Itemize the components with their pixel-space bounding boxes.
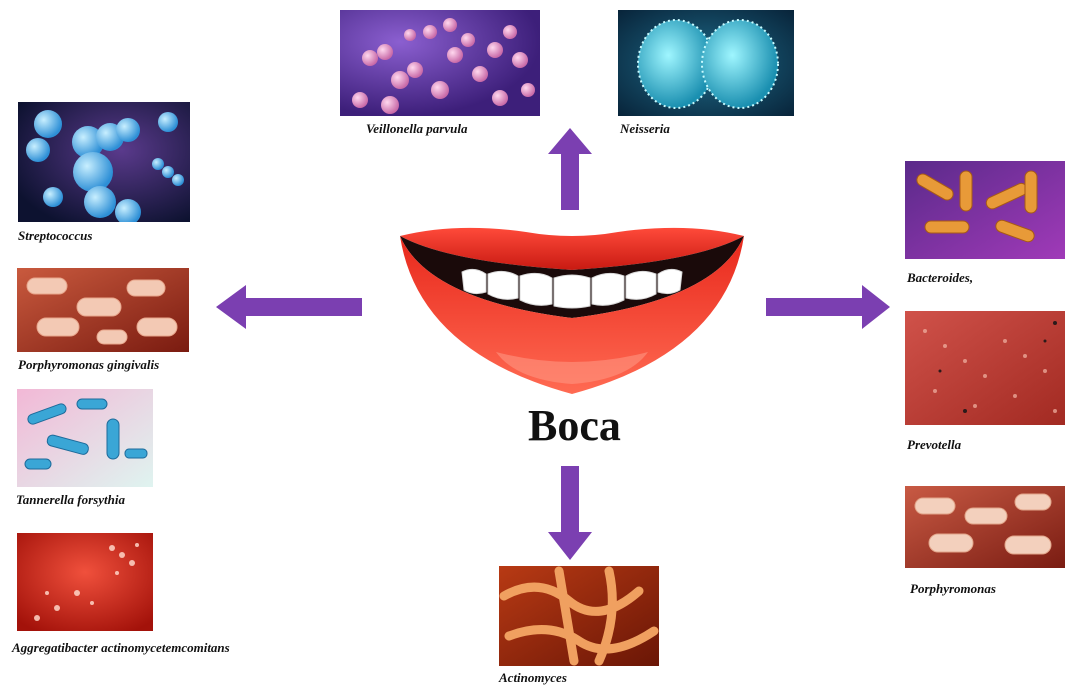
aggregatibacter-label: Aggregatibacter actinomycetemcomitans (12, 640, 230, 656)
arrow-down (548, 466, 592, 560)
aggregatibacter-image (17, 533, 153, 631)
actinomyces-image (499, 566, 659, 666)
veillonella-parvula-label: Veillonella parvula (366, 121, 467, 137)
porphyromonas-label: Porphyromonas (910, 581, 996, 597)
streptococcus-image (18, 102, 190, 222)
porphyromonas-image (905, 486, 1065, 568)
bacteroides-label: Bacteroides, (907, 270, 973, 286)
actinomyces-label: Actinomyces (499, 670, 567, 686)
arrow-left (216, 285, 362, 329)
veillonella-parvula-image (340, 10, 540, 116)
arrow-right (766, 285, 890, 329)
porphyromonas-gingivalis-image (17, 268, 189, 352)
tannerella-forsythia-image (17, 389, 153, 487)
center-title: Boca (528, 400, 621, 451)
mouth-smile-icon (396, 222, 748, 402)
neisseria-label: Neisseria (620, 121, 670, 137)
streptococcus-label: Streptococcus (18, 228, 92, 244)
tannerella-forsythia-label: Tannerella forsythia (16, 492, 125, 508)
prevotella-image (905, 311, 1065, 425)
porphyromonas-gingivalis-label: Porphyromonas gingivalis (18, 357, 159, 373)
bacteroides-image (905, 161, 1065, 259)
prevotella-label: Prevotella (907, 437, 961, 453)
neisseria-image (618, 10, 794, 116)
arrow-up (548, 128, 592, 210)
